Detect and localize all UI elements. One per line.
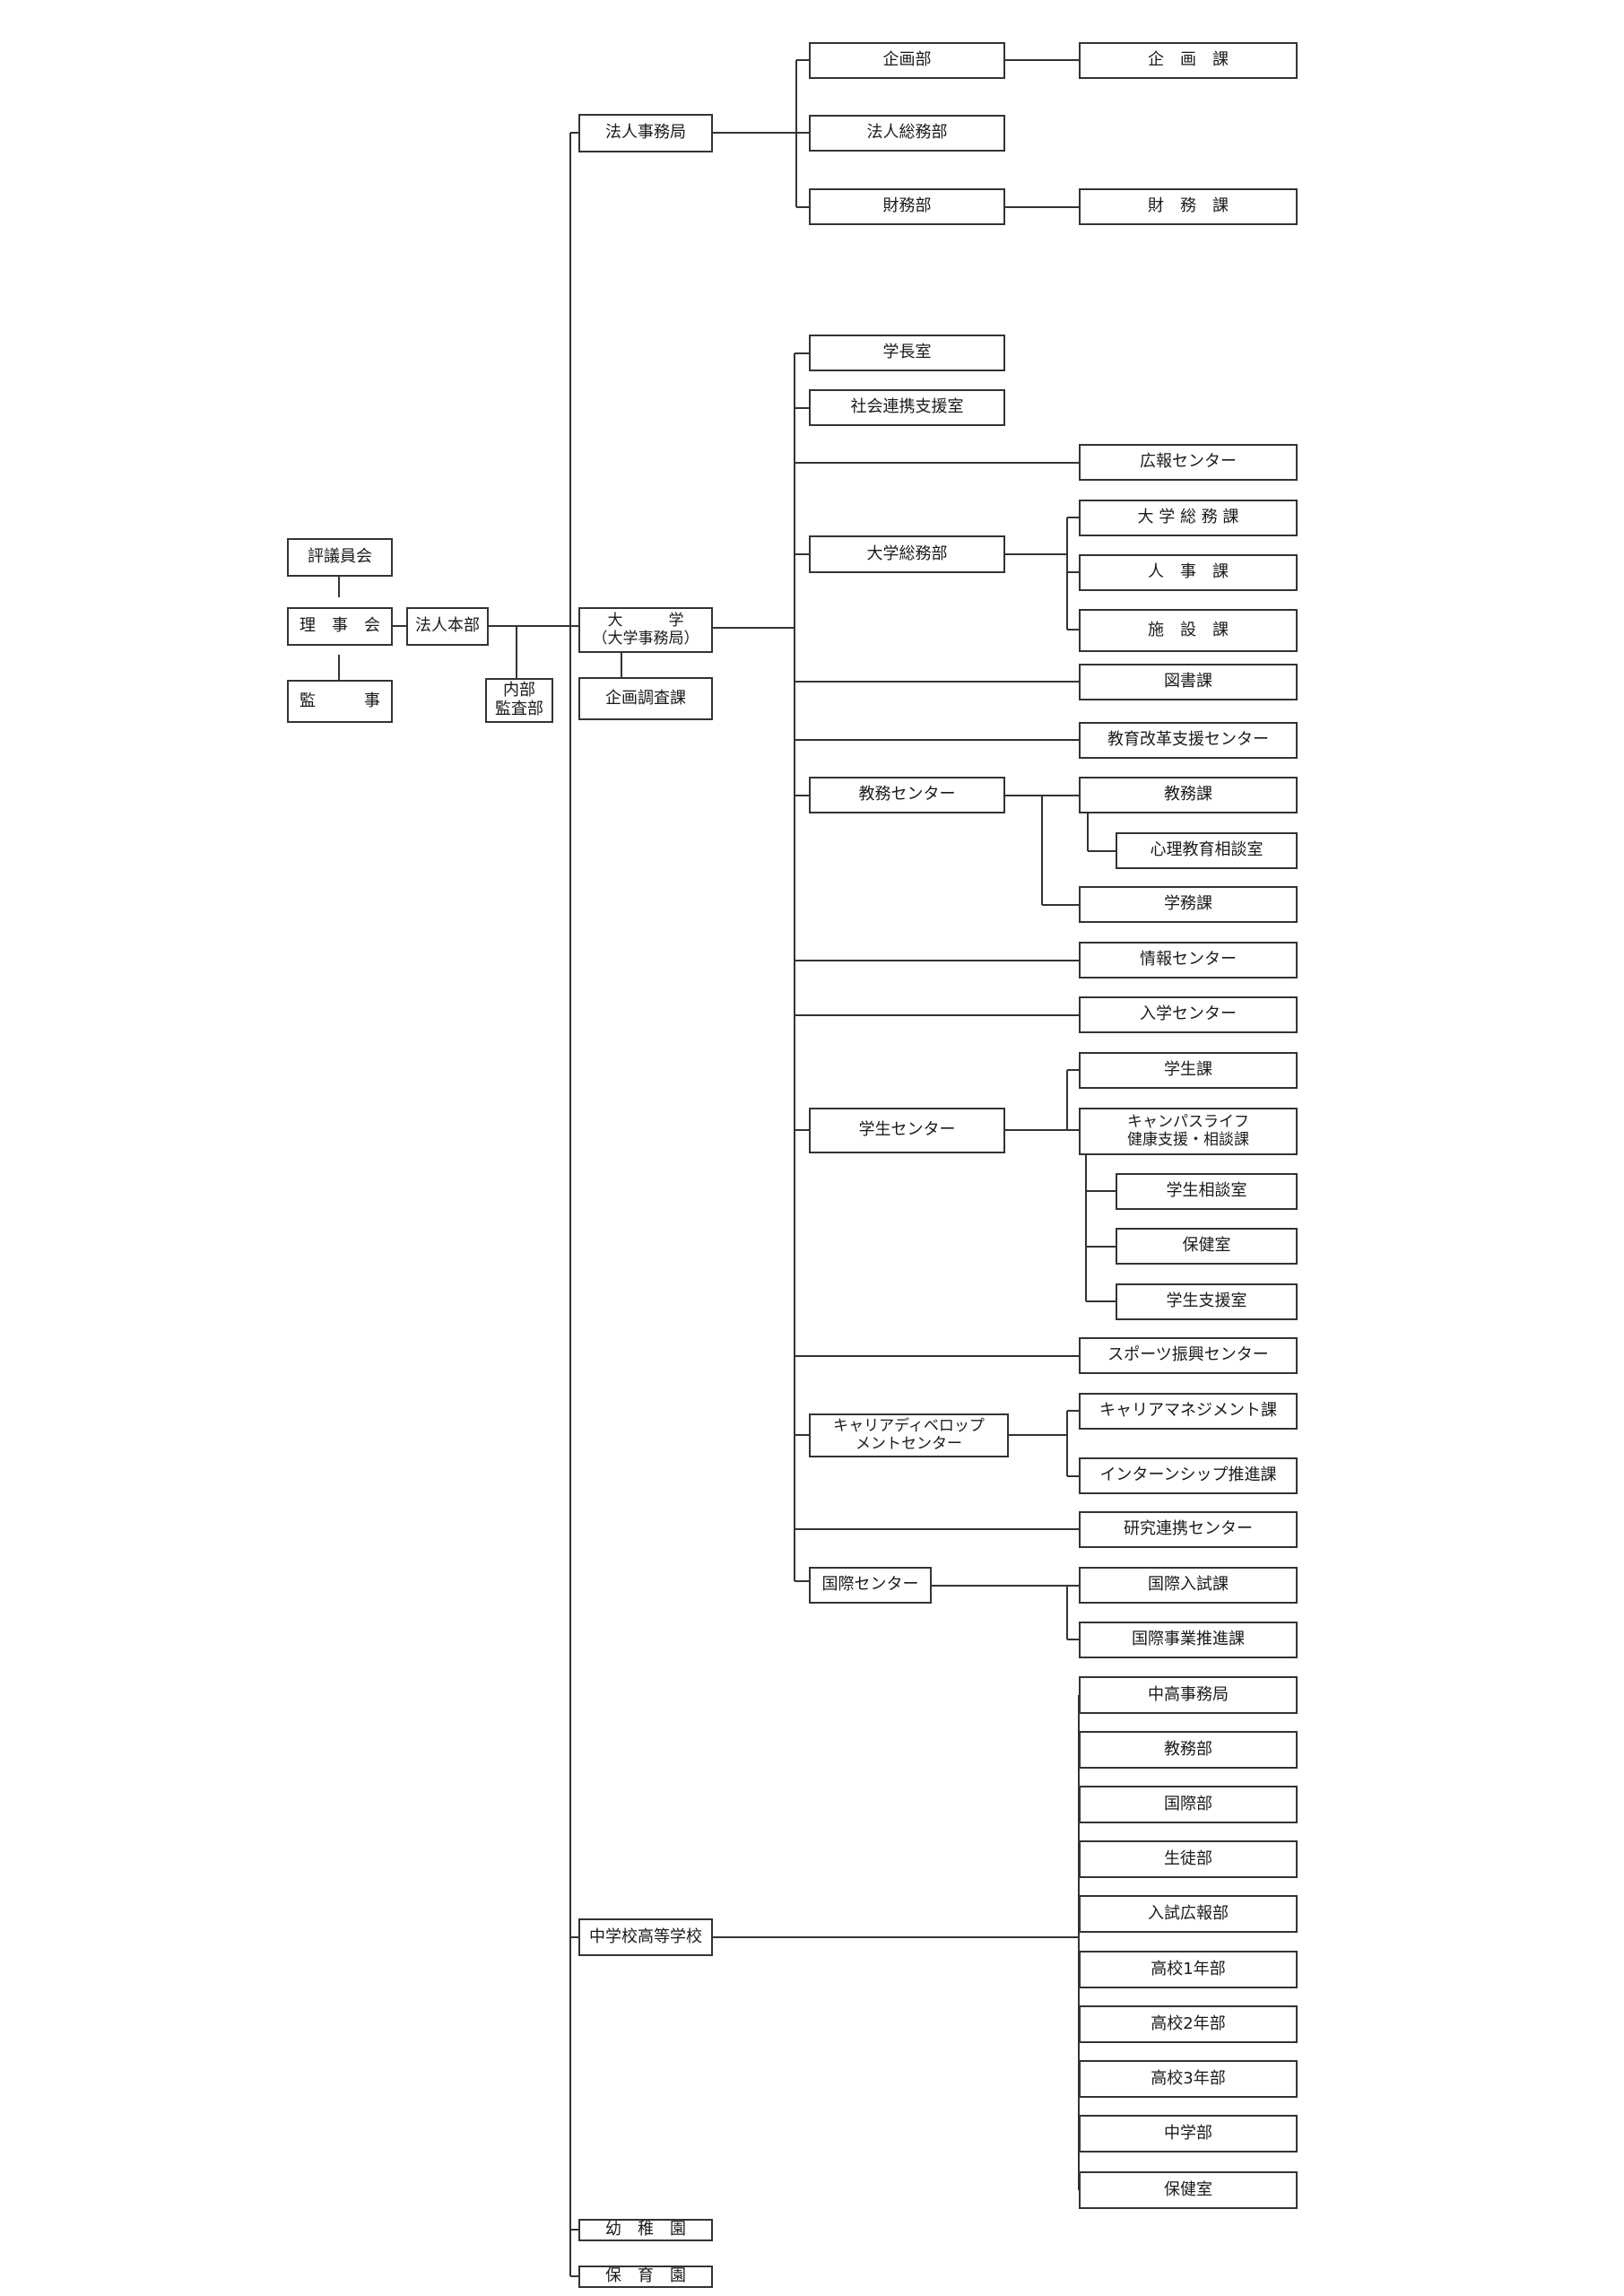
personnel-section-box: 人 事 課 xyxy=(1079,554,1298,591)
high-school-box: 中学校高等学校 xyxy=(578,1918,713,1956)
university-box: 大 学 （大学事務局） xyxy=(578,607,713,653)
social-collaboration-box: 社会連携支援室 xyxy=(809,389,1005,426)
international-center-box: 国際センター xyxy=(809,1567,932,1604)
student-section-box: 学生課 xyxy=(1079,1052,1298,1089)
auditor-box: 監 事 xyxy=(287,680,393,723)
nursery-box: 保 育 園 xyxy=(578,2266,713,2288)
health-room-box: 保健室 xyxy=(1116,1228,1298,1265)
hs-department-box: 中高事務局 xyxy=(1079,1676,1298,1714)
admission-center-box: 入学センター xyxy=(1079,996,1298,1033)
corporate-office-box: 法人事務局 xyxy=(578,114,713,152)
kindergarten-box: 幼 稚 園 xyxy=(578,2219,713,2241)
education-reform-center-box: 教育改革支援センター xyxy=(1079,722,1298,759)
hs-department-box: 生徒部 xyxy=(1079,1840,1298,1878)
campus-life-section-box: キャンパスライフ 健康支援・相談課 xyxy=(1079,1108,1298,1155)
hs-department-box: 国際部 xyxy=(1079,1786,1298,1823)
internal-audit-box: 内部 監査部 xyxy=(485,678,553,723)
hq-box: 法人本部 xyxy=(406,607,489,646)
planning-section-box: 企 画 課 xyxy=(1079,42,1298,79)
student-counseling-room-box: 学生相談室 xyxy=(1116,1173,1298,1210)
corporate-general-affairs-box: 法人総務部 xyxy=(809,115,1005,152)
university-general-section-box: 大 学 総 務 課 xyxy=(1079,500,1298,536)
hs-department-box: 高校2年部 xyxy=(1079,2005,1298,2043)
sports-center-box: スポーツ振興センター xyxy=(1079,1337,1298,1374)
hs-department-box: 保健室 xyxy=(1079,2171,1298,2209)
hs-department-box: 入試広報部 xyxy=(1079,1895,1298,1933)
pr-center-box: 広報センター xyxy=(1079,444,1298,481)
counseling-room-box: 心理教育相談室 xyxy=(1116,832,1298,869)
career-management-section-box: キャリアマネジメント課 xyxy=(1079,1393,1298,1430)
finance-section-box: 財 務 課 xyxy=(1079,188,1298,225)
student-center-box: 学生センター xyxy=(809,1108,1005,1153)
internship-section-box: インターンシップ推進課 xyxy=(1079,1457,1298,1494)
student-affairs-section-box: 学務課 xyxy=(1079,886,1298,923)
university-general-affairs-box: 大学総務部 xyxy=(809,535,1005,573)
board-box: 理 事 会 xyxy=(287,607,393,646)
academic-section-box: 教務課 xyxy=(1079,777,1298,813)
research-collaboration-center-box: 研究連携センター xyxy=(1079,1511,1298,1548)
student-support-room-box: 学生支援室 xyxy=(1116,1283,1298,1320)
facilities-section-box: 施 設 課 xyxy=(1079,609,1298,652)
library-section-box: 図書課 xyxy=(1079,664,1298,700)
hs-department-box: 教務部 xyxy=(1079,1731,1298,1769)
academic-center-box: 教務センター xyxy=(809,777,1005,813)
planning-dept-box: 企画部 xyxy=(809,42,1005,79)
international-projects-section-box: 国際事業推進課 xyxy=(1079,1622,1298,1658)
career-center-box: キャリアディベロップ メントセンター xyxy=(809,1413,1009,1457)
international-admission-section-box: 国際入試課 xyxy=(1079,1567,1298,1604)
hs-department-box: 中学部 xyxy=(1079,2115,1298,2152)
information-center-box: 情報センター xyxy=(1079,942,1298,978)
finance-dept-box: 財務部 xyxy=(809,188,1005,225)
hs-department-box: 高校3年部 xyxy=(1079,2060,1298,2098)
president-office-box: 学長室 xyxy=(809,335,1005,371)
hs-department-box: 高校1年部 xyxy=(1079,1951,1298,1988)
council-box: 評議員会 xyxy=(287,538,393,577)
research-section-box: 企画調査課 xyxy=(578,677,713,720)
